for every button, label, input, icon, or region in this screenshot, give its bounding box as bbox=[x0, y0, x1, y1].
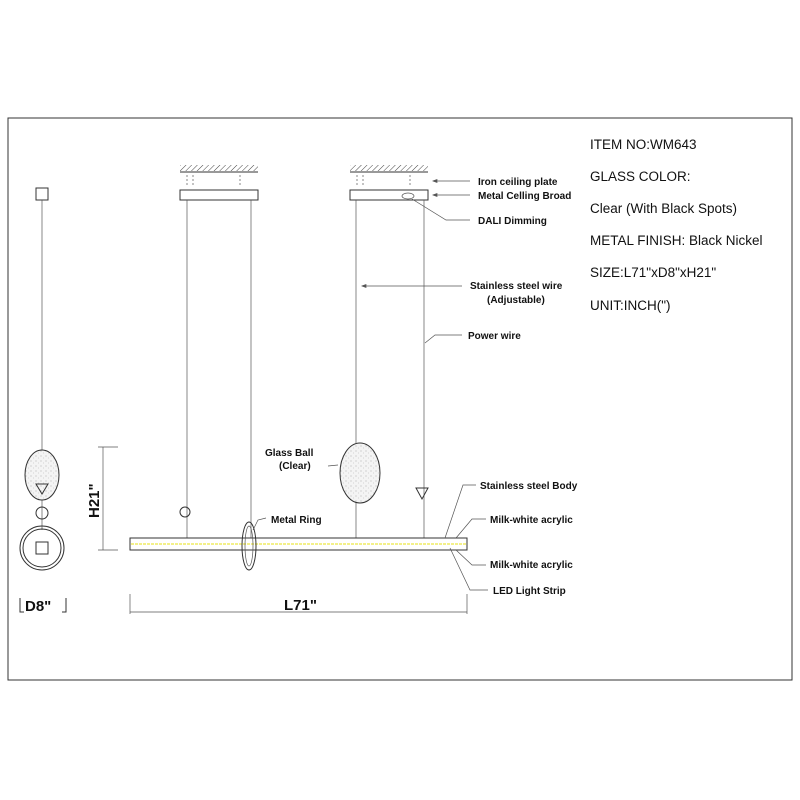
unit: UNIT:INCH(") bbox=[590, 298, 671, 313]
label-milk-acrylic-top: Milk-white acrylic bbox=[490, 515, 573, 526]
glass-ball bbox=[339, 442, 381, 504]
callout-labels: Iron ceiling plate Metal Celling Broad D… bbox=[265, 177, 578, 597]
label-power-wire: Power wire bbox=[468, 331, 521, 342]
dali-driver-icon bbox=[401, 192, 415, 200]
item-number: ITEM NO:WM643 bbox=[590, 137, 697, 152]
label-milk-acrylic-bottom: Milk-white acrylic bbox=[490, 560, 573, 571]
glass-color-label: GLASS COLOR: bbox=[590, 169, 691, 184]
label-metal-ceiling-broad: Metal Celling Broad bbox=[478, 191, 571, 202]
height-label: H21" bbox=[86, 483, 103, 518]
canopy-left bbox=[179, 165, 259, 538]
sheet-frame bbox=[7, 117, 793, 681]
label-stainless-body: Stainless steel Body bbox=[480, 481, 578, 492]
label-stainless-wire: Stainless steel wire bbox=[470, 281, 563, 292]
label-glass-ball: Glass Ball bbox=[265, 448, 314, 459]
depth-dimension: D8" bbox=[25, 598, 51, 615]
length-label: L71" bbox=[284, 597, 317, 614]
label-led-strip: LED Light Strip bbox=[493, 586, 566, 597]
label-glass-ball-clear: (Clear) bbox=[279, 461, 311, 472]
label-iron-ceiling-plate: Iron ceiling plate bbox=[478, 177, 558, 188]
metal-finish: METAL FINISH: Black Nickel bbox=[590, 233, 763, 248]
length-dimension: L71" bbox=[129, 594, 468, 614]
spec-block: ITEM NO:WM643 GLASS COLOR: Clear (With B… bbox=[590, 137, 763, 313]
leader-lines bbox=[252, 178, 488, 591]
side-glass-ball bbox=[24, 449, 60, 501]
metal-ring bbox=[241, 521, 257, 571]
side-view: D8" bbox=[19, 187, 67, 615]
fixture-body bbox=[129, 442, 468, 571]
size: SIZE:L71"xD8"xH21" bbox=[590, 265, 716, 280]
label-dali-dimming: DALI Dimming bbox=[478, 216, 547, 227]
label-adjustable: (Adjustable) bbox=[487, 295, 545, 306]
glass-color-value: Clear (With Black Spots) bbox=[590, 201, 737, 216]
height-dimension: H21" bbox=[86, 446, 118, 551]
label-metal-ring: Metal Ring bbox=[271, 515, 322, 526]
